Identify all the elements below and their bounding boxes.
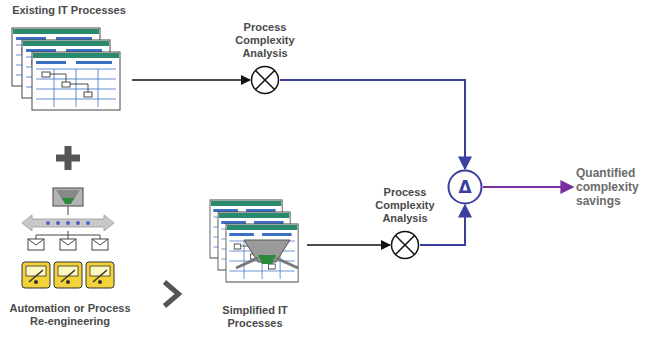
result-text: Quantified complexity savings bbox=[576, 166, 646, 208]
transform-chevron bbox=[165, 282, 179, 306]
process-stack: Existing IT Processes bbox=[8, 4, 130, 112]
flow-arrow bbox=[280, 80, 465, 169]
automation-icon: Automation or Process Re-engineering bbox=[2, 186, 138, 328]
process-label: Existing IT Processes bbox=[8, 4, 130, 17]
flow-arrow bbox=[307, 244, 390, 246]
analysis-circle: Process Complexity Analysis bbox=[390, 230, 420, 260]
flow-arrow bbox=[132, 79, 250, 81]
result-label: Quantified complexity savings bbox=[576, 166, 646, 208]
step-label: Process Complexity Analysis bbox=[359, 186, 451, 225]
process-label: Simplified IT Processes bbox=[205, 304, 305, 330]
delta-symbol: Δ bbox=[447, 169, 483, 205]
flow-arrow bbox=[483, 186, 573, 188]
delta-circle: Δ bbox=[447, 169, 483, 205]
circle-outline bbox=[390, 230, 420, 260]
analysis-circle: Process Complexity Analysis bbox=[250, 65, 280, 95]
process-label: Automation or Process Re-engineering bbox=[2, 302, 138, 328]
step-label: Process Complexity Analysis bbox=[219, 21, 311, 60]
process-stack: Simplified IT Processes bbox=[205, 198, 305, 330]
circle-outline bbox=[250, 65, 280, 95]
